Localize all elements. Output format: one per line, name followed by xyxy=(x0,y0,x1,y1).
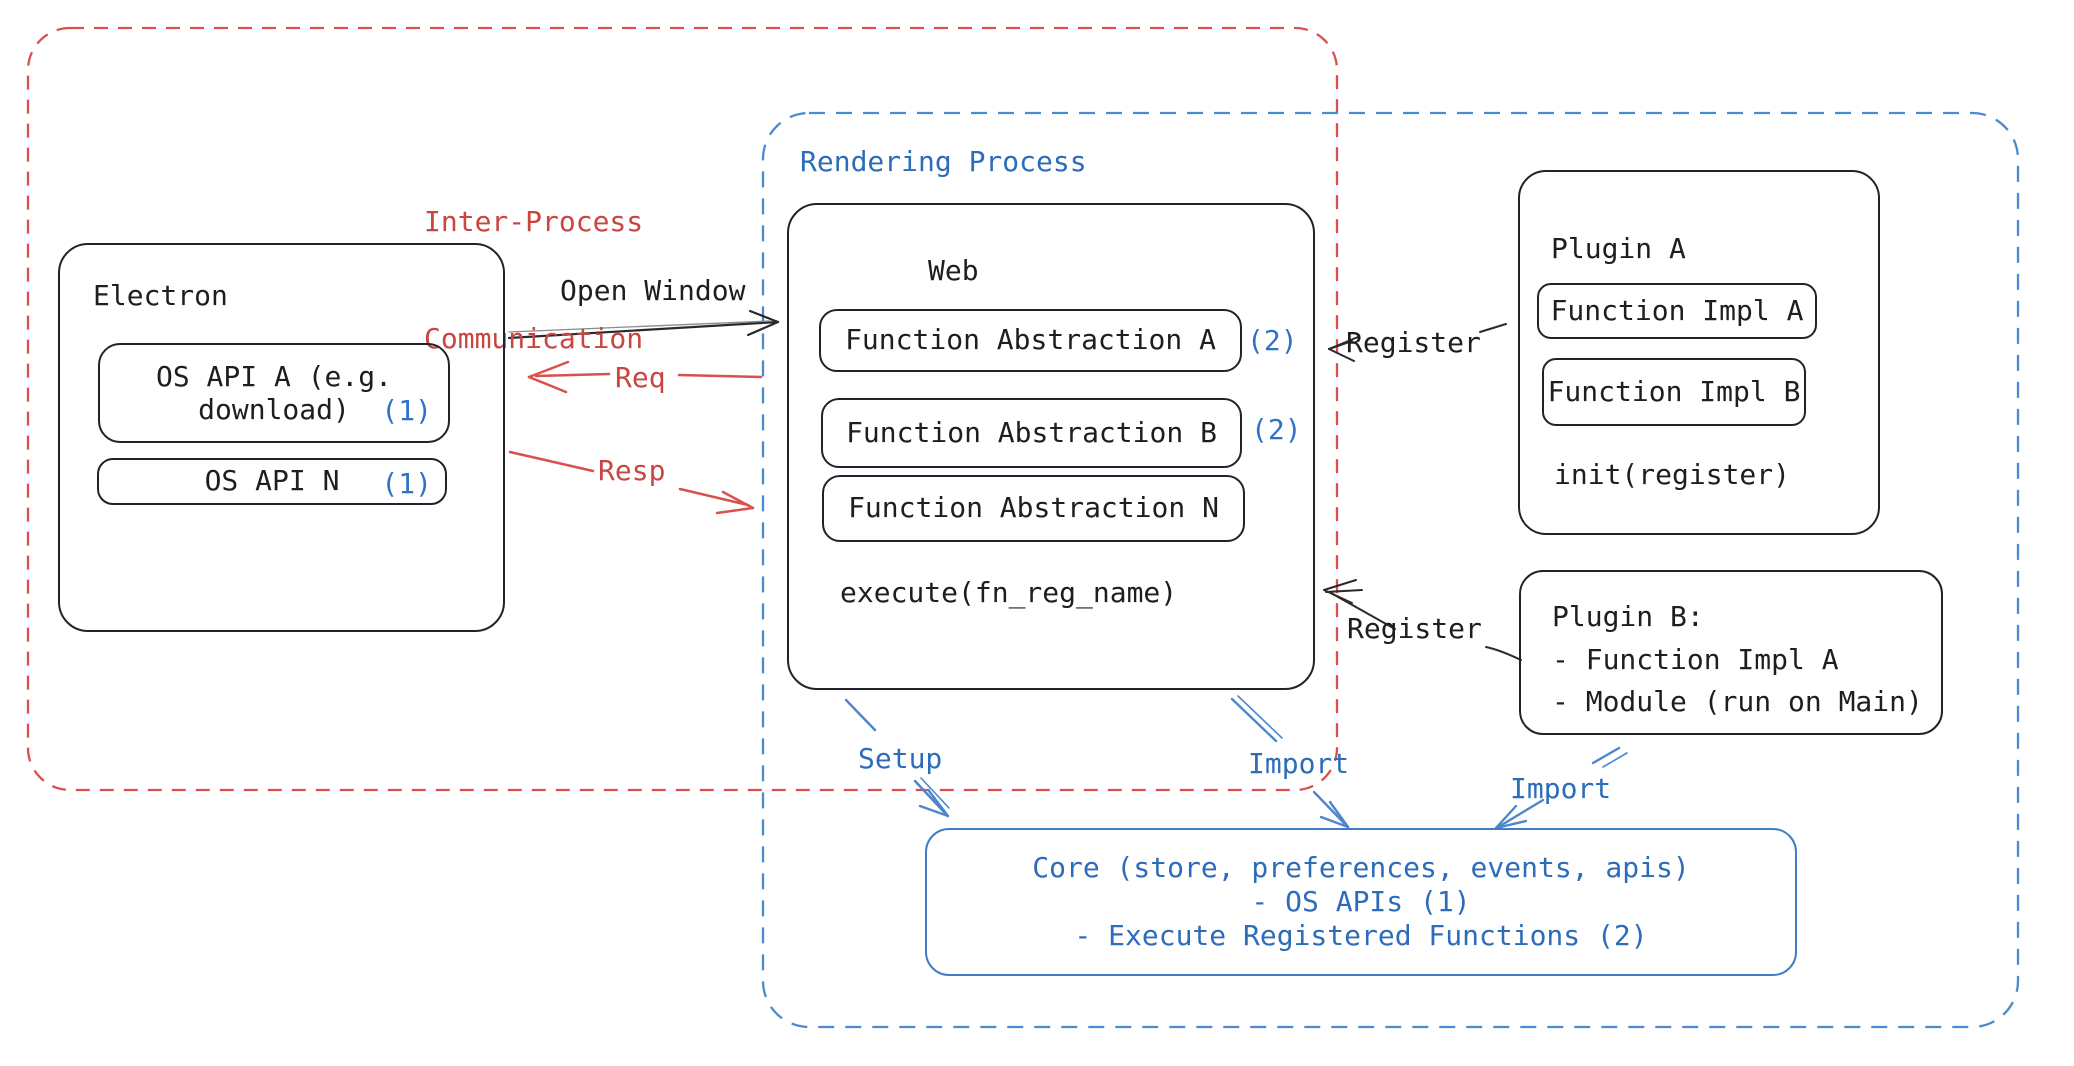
os-api-a-label-line2: download) xyxy=(198,393,350,426)
function-impl-a-box: Function Impl A xyxy=(1537,283,1817,339)
ipc-region-label: Inter-Process Communication xyxy=(424,205,644,355)
web-box xyxy=(787,203,1315,690)
function-impl-b-label: Function Impl B xyxy=(1547,374,1801,408)
function-abstraction-n-label: Function Abstraction N xyxy=(848,491,1219,525)
function-abstraction-b-label: Function Abstraction B xyxy=(846,415,1217,449)
core-text: Core (store, preferences, events, apis) … xyxy=(925,828,1797,976)
function-abstraction-a-box: Function Abstraction A xyxy=(819,309,1242,372)
electron-box xyxy=(58,243,505,632)
os-api-a-label-line1: OS API A (e.g. xyxy=(155,360,392,393)
web-title: Web xyxy=(928,254,979,287)
function-abstraction-b-box: Function Abstraction B xyxy=(821,398,1242,468)
rendering-region-label: Rendering Process xyxy=(800,145,1087,178)
function-abstraction-a-badge: (2) xyxy=(1247,324,1298,357)
req-arrow-label: Req xyxy=(615,361,666,394)
execute-function-label: execute(fn_reg_name) xyxy=(840,576,1178,609)
plugin-a-box xyxy=(1518,170,1880,535)
function-impl-a-label: Function Impl A xyxy=(1550,293,1804,327)
core-box xyxy=(925,828,1797,976)
function-abstraction-b-badge: (2) xyxy=(1251,413,1302,446)
function-abstraction-n-box: Function Abstraction N xyxy=(822,475,1245,542)
os-api-a-box: OS API A (e.g. download) (1) xyxy=(98,343,450,443)
init-register-label: init(register) xyxy=(1554,458,1791,491)
function-impl-b-box: Function Impl B xyxy=(1542,358,1806,426)
register-bottom-arrow-label: Register xyxy=(1347,612,1482,645)
os-api-n-badge: (1) xyxy=(381,467,432,500)
open-window-arrow-label: Open Window xyxy=(560,274,746,307)
import-web-arrow-label: Import xyxy=(1248,747,1350,780)
os-api-a-badge: (1) xyxy=(381,394,432,427)
os-api-n-label: OS API N xyxy=(204,464,340,498)
core-line2: - OS APIs (1) xyxy=(1251,885,1471,918)
plugin-b-box xyxy=(1519,570,1943,735)
register-top-arrow-label: Register xyxy=(1346,326,1481,359)
setup-arrow-label: Setup xyxy=(858,742,943,775)
electron-title: Electron xyxy=(93,279,228,312)
import-plugin-arrow-label: Import xyxy=(1510,772,1612,805)
plugin-b-item-function-impl-a: - Function Impl A xyxy=(1552,643,1839,676)
plugin-b-title: Plugin B: xyxy=(1552,600,1704,633)
resp-arrow-label: Resp xyxy=(598,454,666,487)
plugin-a-title: Plugin A xyxy=(1551,232,1686,265)
function-abstraction-a-label: Function Abstraction A xyxy=(845,323,1216,357)
plugin-b-item-module: - Module (run on Main) xyxy=(1552,685,1923,718)
os-api-n-box: OS API N (1) xyxy=(97,458,447,505)
core-line3: - Execute Registered Functions (2) xyxy=(1074,919,1648,952)
core-line1: Core (store, preferences, events, apis) xyxy=(1032,851,1690,884)
